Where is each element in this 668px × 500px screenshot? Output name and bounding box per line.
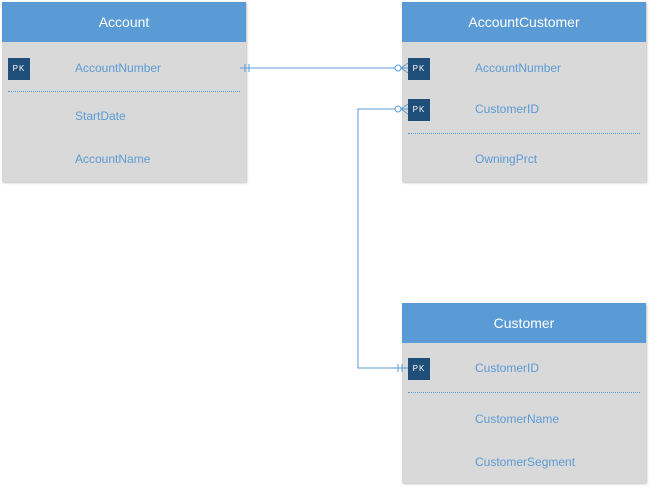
relationship-account-accountcustomer[interactable] — [240, 62, 409, 74]
key-divider — [408, 133, 640, 134]
entity-row-pk: PK AccountNumber — [2, 58, 246, 82]
entity-row: CustomerName — [402, 409, 646, 433]
entity-row-pk: PK CustomerID — [402, 99, 646, 123]
field-customer-id: CustomerID — [475, 361, 540, 375]
entity-row: CustomerSegment — [402, 452, 646, 476]
relationship-customer-accountcustomer[interactable] — [357, 103, 409, 372]
entity-title: Account — [2, 2, 246, 42]
field-owning-prct: OwningPrct — [475, 152, 538, 166]
entity-row: AccountName — [2, 149, 246, 173]
entity-title: AccountCustomer — [402, 2, 646, 42]
primary-key-badge: PK — [8, 58, 30, 80]
primary-key-badge: PK — [408, 99, 430, 121]
field-customer-segment: CustomerSegment — [475, 455, 576, 469]
field-account-number: AccountNumber — [75, 61, 162, 75]
crows-foot-icon — [400, 67, 409, 74]
entity-row-pk: PK AccountNumber — [402, 58, 646, 82]
entity-account[interactable]: Account PK AccountNumber StartDate Accou… — [2, 2, 246, 182]
entity-account-customer[interactable]: AccountCustomer PK AccountNumber PK Cust… — [402, 2, 646, 182]
zero-mark-icon — [394, 105, 402, 113]
field-account-name: AccountName — [75, 152, 151, 166]
key-divider — [408, 392, 640, 393]
field-customer-name: CustomerName — [475, 412, 560, 426]
primary-key-badge: PK — [408, 358, 430, 380]
entity-row: StartDate — [2, 106, 246, 130]
crows-foot-icon — [400, 103, 409, 110]
entity-row-pk: PK CustomerID — [402, 358, 646, 382]
key-divider — [8, 91, 240, 92]
primary-key-badge: PK — [408, 58, 430, 80]
connector-line — [357, 108, 408, 369]
entity-title: Customer — [402, 303, 646, 343]
crows-foot-icon — [400, 62, 409, 69]
entity-row: OwningPrct — [402, 149, 646, 173]
crows-foot-icon — [400, 108, 409, 115]
field-customer-id: CustomerID — [475, 102, 540, 116]
field-account-number: AccountNumber — [475, 61, 562, 75]
field-start-date: StartDate — [75, 109, 126, 123]
entity-customer[interactable]: Customer PK CustomerID CustomerName Cust… — [402, 303, 646, 483]
zero-mark-icon — [394, 64, 402, 72]
